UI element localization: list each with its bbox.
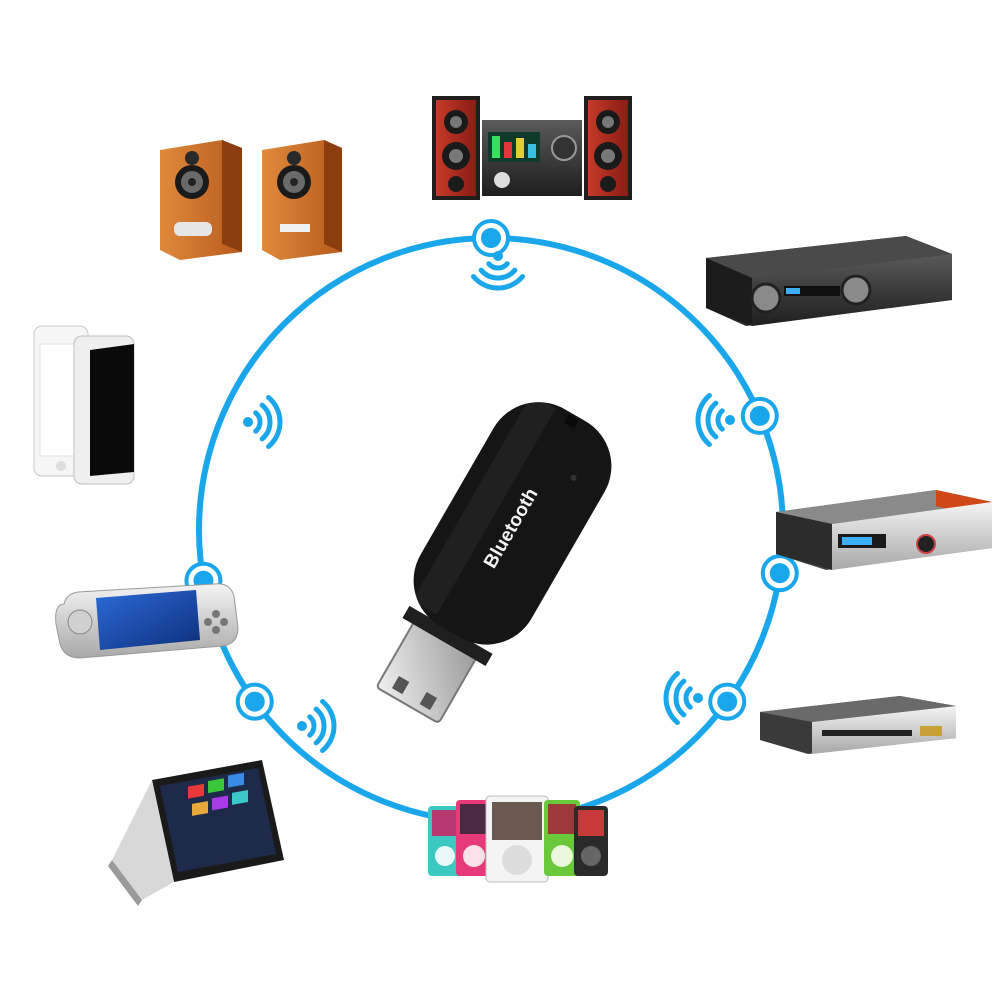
game-console-icon <box>55 583 239 659</box>
stereo-system-icon <box>432 96 632 200</box>
laptop-icon <box>108 760 284 906</box>
connection-node-icon <box>740 396 779 435</box>
connection-node-icon <box>708 682 747 721</box>
wireless-signal-icon <box>297 698 337 754</box>
dvd-player-icon <box>760 696 956 754</box>
wireless-signal-icon <box>470 251 526 291</box>
connection-node-icon <box>760 554 799 593</box>
bluetooth-dongle: Bluetooth <box>376 400 612 723</box>
wireless-signal-icon <box>243 394 283 450</box>
set-top-box-icon <box>776 490 992 570</box>
wireless-signals <box>243 251 735 754</box>
connection-node-icon <box>472 219 510 257</box>
wireless-signal-icon <box>663 670 703 726</box>
wireless-signal-icon <box>695 392 735 448</box>
mp4-player-icon <box>428 795 608 883</box>
smartphone-icon <box>33 325 135 485</box>
amplifier-icon <box>706 236 952 326</box>
connection-node-icon <box>235 682 274 721</box>
dongle-body <box>413 402 612 645</box>
speaker-pair-icon <box>160 140 342 260</box>
